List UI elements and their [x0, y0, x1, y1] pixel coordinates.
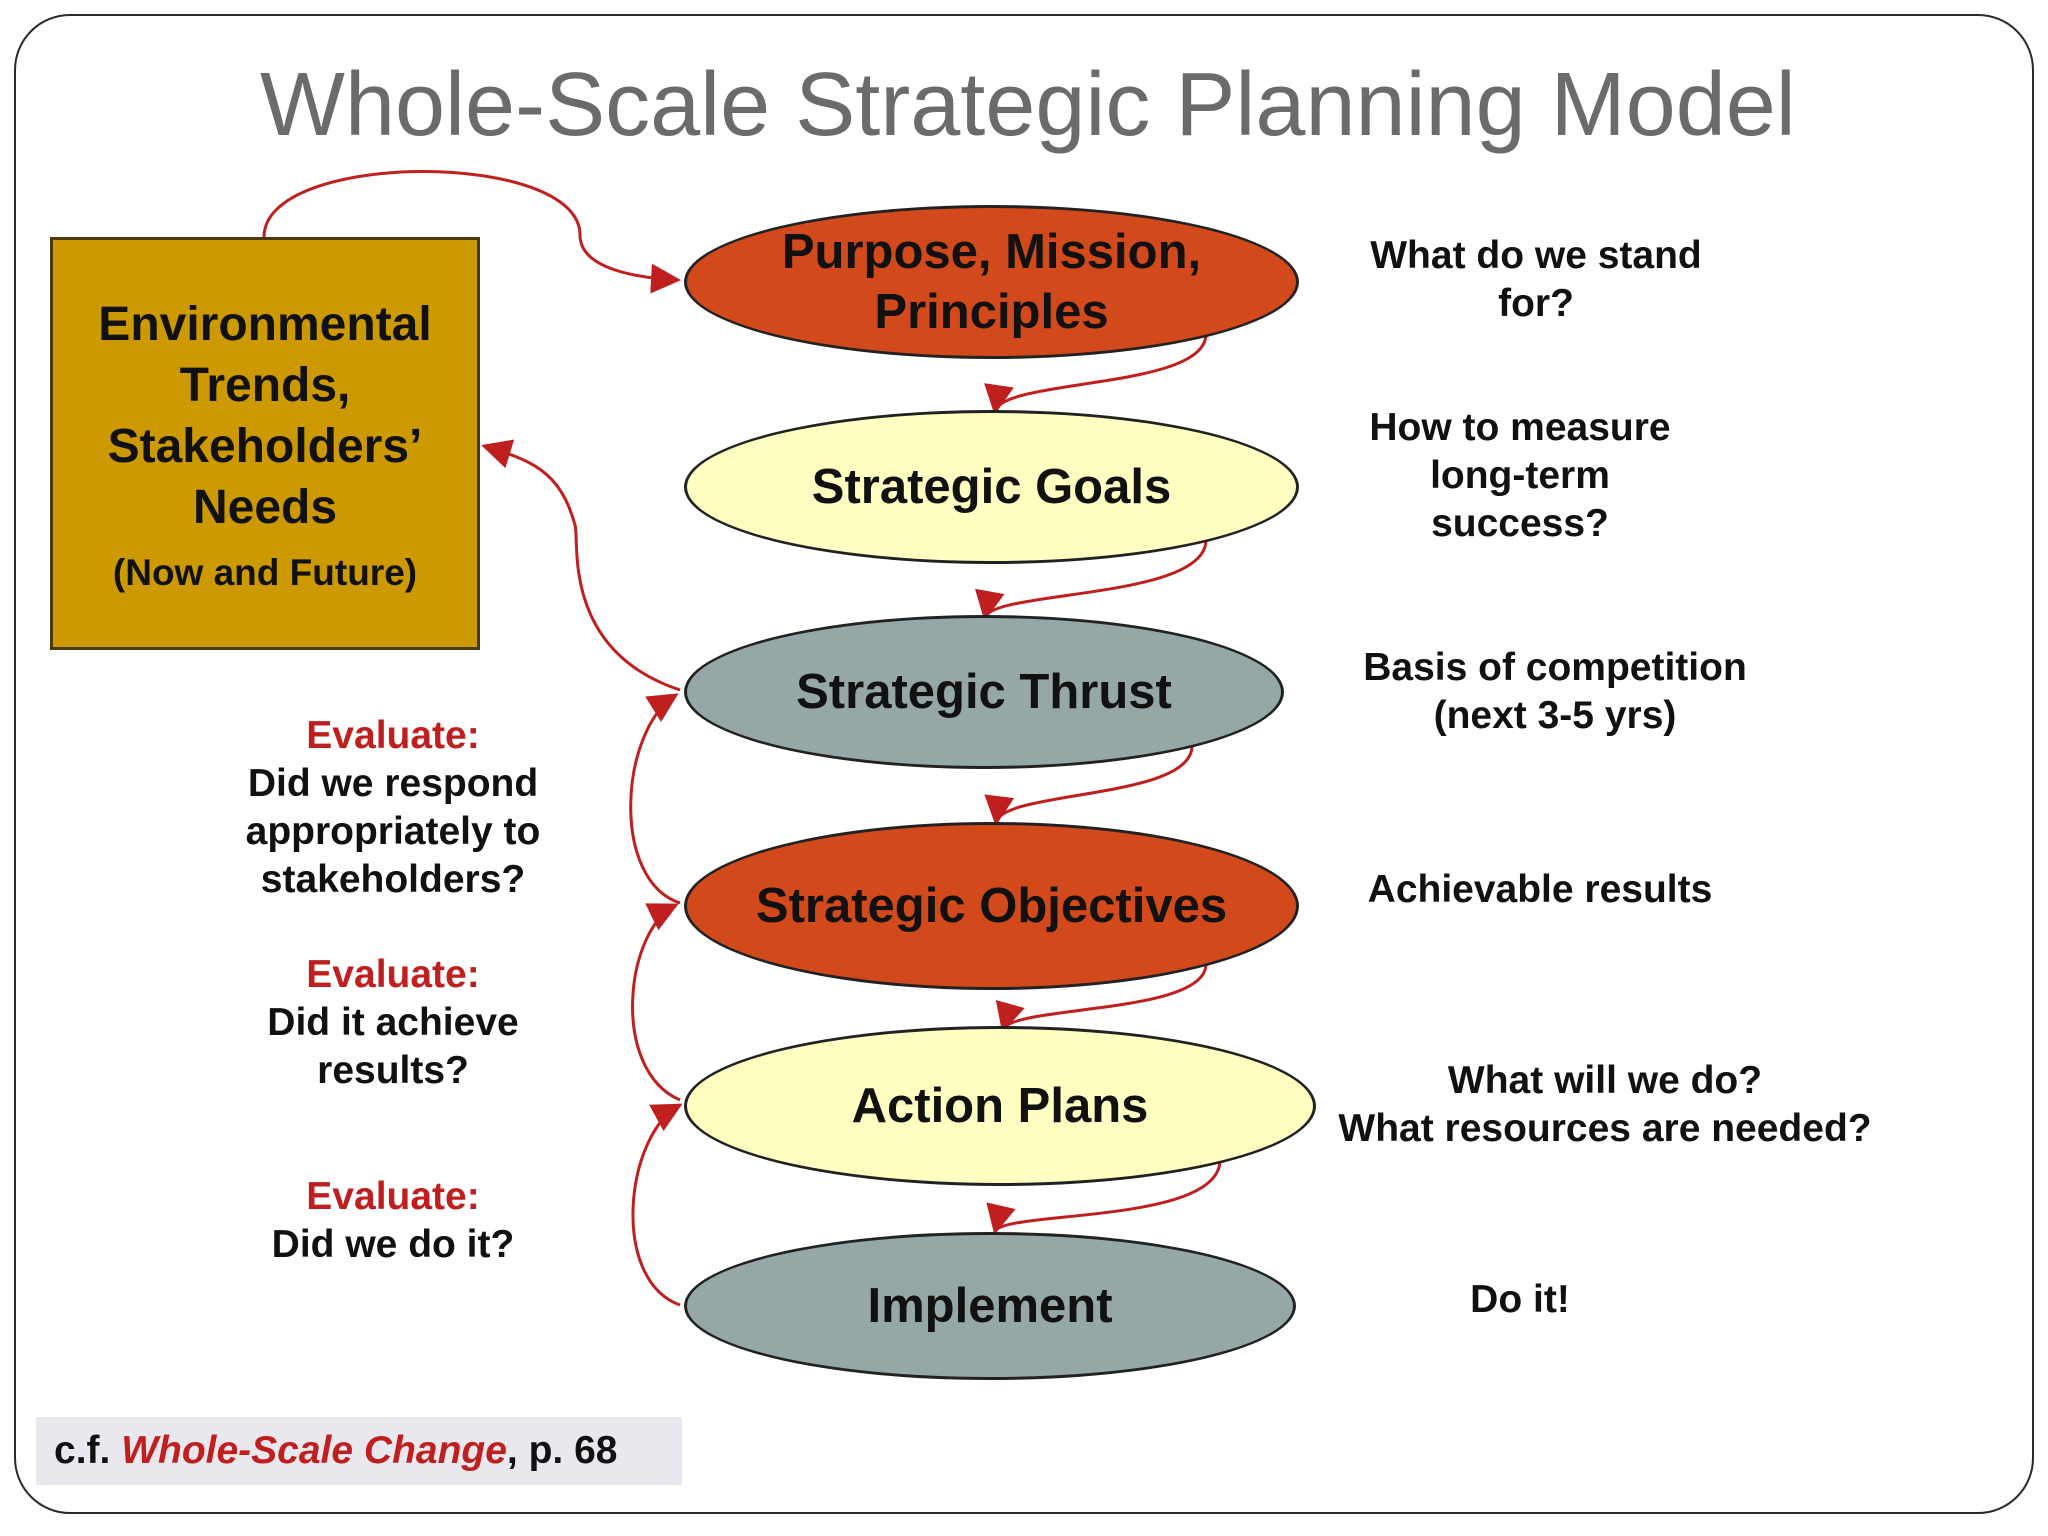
slide-title: Whole-Scale Strategic Planning Model	[260, 55, 1796, 155]
question-thrust: Basis of competition (next 3-5 yrs)	[1330, 644, 1780, 740]
question-action: What will we do? What resources are need…	[1320, 1057, 1890, 1153]
stage-purpose-line1: Purpose, Mission,	[781, 225, 1202, 279]
evaluate-label: Evaluate:	[306, 714, 480, 757]
question-line: Do it!	[1470, 1278, 1570, 1321]
question-line: How to measure	[1369, 406, 1671, 449]
question-implement: Do it!	[1420, 1276, 1620, 1324]
stage-strategic-objectives: Strategic Objectives	[684, 822, 1299, 990]
stage-purpose-line2: Principles	[874, 285, 1109, 339]
evaluate-line: Did it achieve	[267, 1001, 519, 1044]
question-line: Achievable results	[1367, 868, 1713, 911]
citation: c.f. Whole-Scale Change, p. 68	[36, 1417, 682, 1485]
stage-action-label: Action Plans	[851, 1079, 1149, 1133]
evaluate-label: Evaluate:	[306, 1175, 480, 1218]
environment-line: Needs	[192, 480, 338, 534]
environment-line: Environmental	[98, 297, 432, 351]
question-line: long-term	[1430, 454, 1610, 497]
stage-goals-label: Strategic Goals	[811, 460, 1172, 514]
arrow-action-to-objectives	[631, 903, 681, 1102]
evaluate-line: appropriately to	[245, 810, 541, 853]
question-objectives: Achievable results	[1330, 866, 1750, 914]
arrow-action-to-implement	[986, 1159, 1222, 1235]
slide-frame	[14, 14, 2034, 1514]
stage-thrust-label: Strategic Thrust	[796, 665, 1172, 719]
stage-strategic-thrust: Strategic Thrust	[684, 615, 1284, 769]
question-line: for?	[1498, 282, 1574, 325]
stage-implement-label: Implement	[867, 1279, 1113, 1333]
arrow-environment-to-purpose	[262, 170, 681, 294]
evaluate-results: Evaluate: Did it achieve results?	[200, 951, 586, 1095]
arrow-purpose-to-goals	[984, 333, 1208, 415]
question-line: What resources are needed?	[1338, 1107, 1872, 1150]
environment-box: Environmental Trends, Stakeholders’ Need…	[50, 237, 480, 650]
citation-book: Whole-Scale Change	[121, 1429, 507, 1472]
evaluate-label: Evaluate:	[306, 953, 480, 996]
stage-strategic-goals: Strategic Goals	[684, 410, 1299, 564]
evaluate-stakeholders: Evaluate: Did we respond appropriately t…	[200, 712, 586, 904]
evaluate-line: Did we do it?	[271, 1223, 515, 1266]
evaluate-line: results?	[317, 1049, 469, 1092]
evaluate-do-it: Evaluate: Did we do it?	[200, 1173, 586, 1269]
environment-line: Trends,	[179, 358, 351, 412]
stage-purpose: Purpose, Mission, Principles	[684, 205, 1299, 359]
question-purpose: What do we stand for?	[1336, 232, 1736, 328]
environment-line: Stakeholders’	[107, 419, 423, 473]
evaluate-line: Did we respond	[247, 762, 539, 805]
question-goals: How to measure long-term success?	[1320, 404, 1720, 548]
question-line: What do we stand	[1370, 234, 1702, 277]
arrow-goals-to-thrust	[975, 539, 1208, 621]
arrow-objectives-to-thrust	[629, 693, 681, 905]
arrow-thrust-to-objectives	[984, 745, 1194, 826]
environment-subtitle: (Now and Future)	[112, 551, 418, 593]
evaluate-line: stakeholders?	[260, 858, 526, 901]
question-line: What will we do?	[1447, 1059, 1763, 1102]
stage-implement: Implement	[684, 1232, 1296, 1380]
arrow-objectives-to-action	[996, 963, 1208, 1033]
citation-suffix: , p. 68	[506, 1429, 618, 1472]
stage-objectives-label: Strategic Objectives	[755, 879, 1228, 933]
question-line: success?	[1431, 502, 1609, 545]
arrow-thrust-to-environment	[481, 439, 681, 692]
stage-action-plans: Action Plans	[684, 1026, 1316, 1186]
arrow-implement-to-action	[631, 1103, 683, 1307]
question-line: (next 3-5 yrs)	[1433, 694, 1677, 737]
citation-prefix: c.f.	[54, 1429, 122, 1472]
question-line: Basis of competition	[1363, 646, 1747, 689]
